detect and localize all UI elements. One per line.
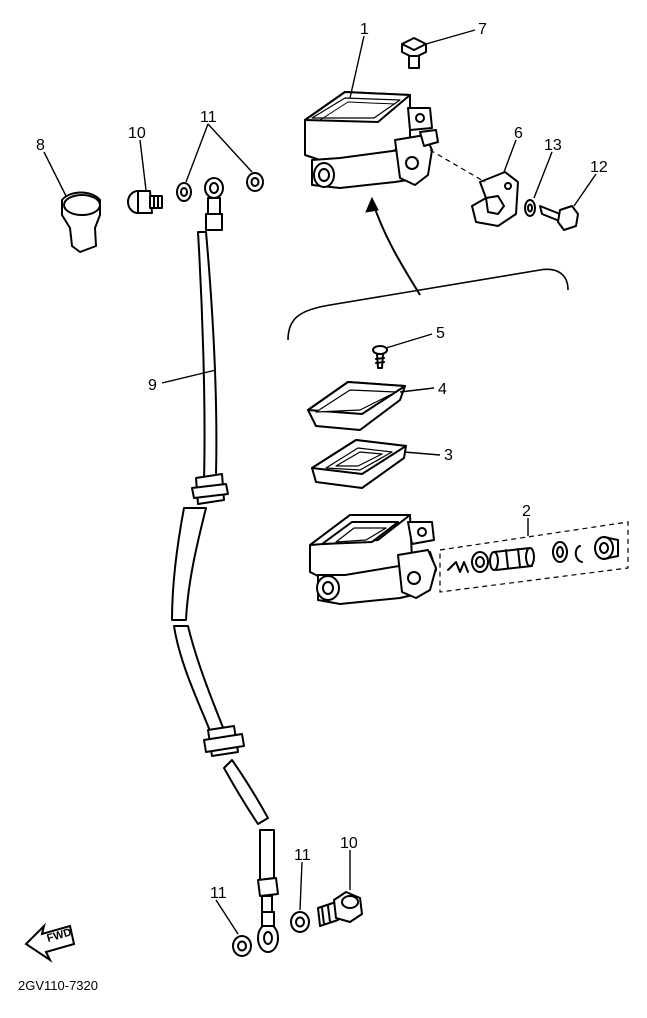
leader-lines [43,29,597,935]
callout-7: 7 [478,21,487,38]
part-6-holder [471,171,519,227]
callout-labels: 1 2 3 4 5 6 7 8 9 10 10 11 11 11 12 13 [36,21,608,902]
part-8-boot [61,191,101,253]
part-4-reservoir-cap [307,381,406,431]
part-7-bolt [401,37,427,69]
diagram-code: 2GV110-7320 [18,978,98,993]
callout-2: 2 [522,503,531,520]
part-1-master-cylinder-assembly [304,91,439,189]
part-3-diaphragm [311,439,407,489]
part-11-washers-bottom [232,911,310,957]
callout-13: 13 [544,137,562,154]
part-12-bolt [539,205,579,231]
callout-5: 5 [436,325,445,342]
piston-kit-boundary [439,521,629,593]
callout-9: 9 [148,377,157,394]
part-9-brake-hose [171,177,279,953]
part-2-piston-kit [439,521,629,593]
callout-11-bottom-right: 11 [294,847,311,864]
part-13-washer [524,199,536,217]
callout-3: 3 [444,447,453,464]
assembly-arrow [371,199,421,296]
callout-6: 6 [514,125,523,142]
part-10-union-bolt-top [127,190,163,214]
fwd-arrow-icon: FWD [24,922,76,963]
part-5-screw [372,345,388,369]
exploded-group-divider [287,268,569,341]
callout-10-top: 10 [128,125,146,142]
callout-11-bottom-left: 11 [210,885,227,902]
callout-11-top: 11 [200,109,217,126]
assembly-centerline [429,149,486,183]
callout-4: 4 [438,381,447,398]
master-cylinder-body [309,514,437,605]
arrow-head-icon [365,196,379,213]
callout-12: 12 [590,159,608,176]
callout-8: 8 [36,137,45,154]
part-11-washers-top [176,172,264,202]
callout-1: 1 [360,21,369,38]
part-10-union-bolt-bottom [317,891,363,927]
callout-10-bottom: 10 [340,835,358,852]
